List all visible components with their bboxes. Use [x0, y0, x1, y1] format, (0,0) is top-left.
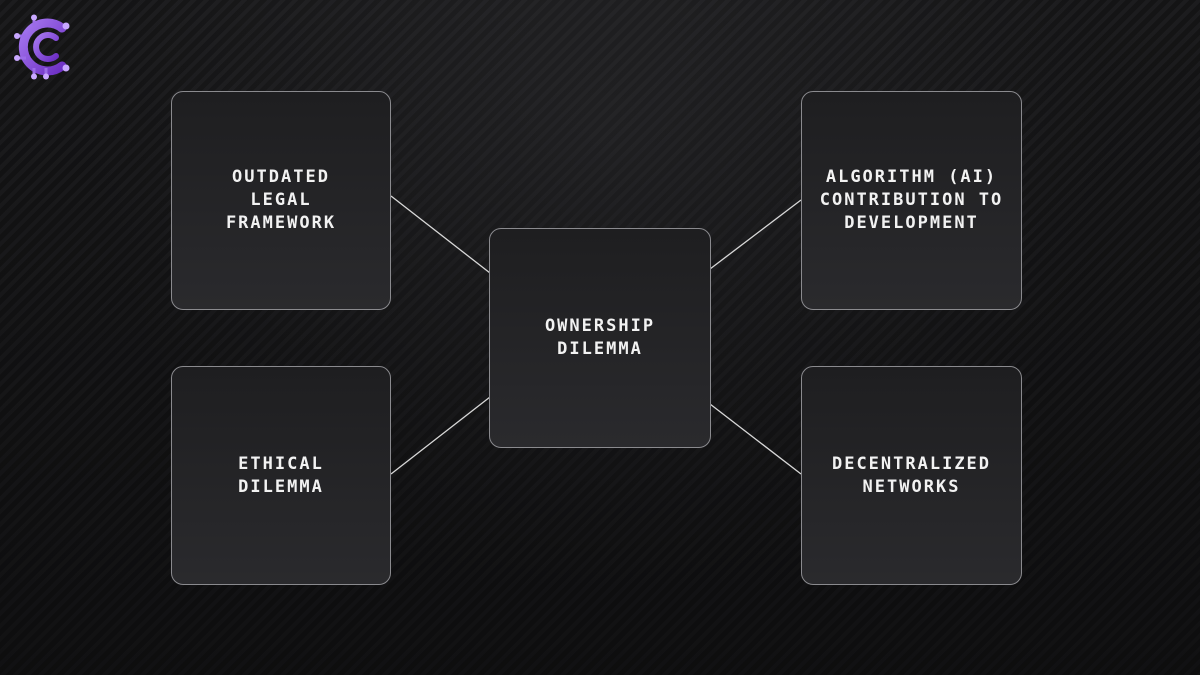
connector-outdated	[390, 195, 491, 274]
connector-decentral	[709, 403, 802, 475]
connector-ethical	[390, 396, 491, 475]
circuit-c-logo-icon	[14, 14, 70, 80]
connector-algo	[709, 199, 802, 270]
